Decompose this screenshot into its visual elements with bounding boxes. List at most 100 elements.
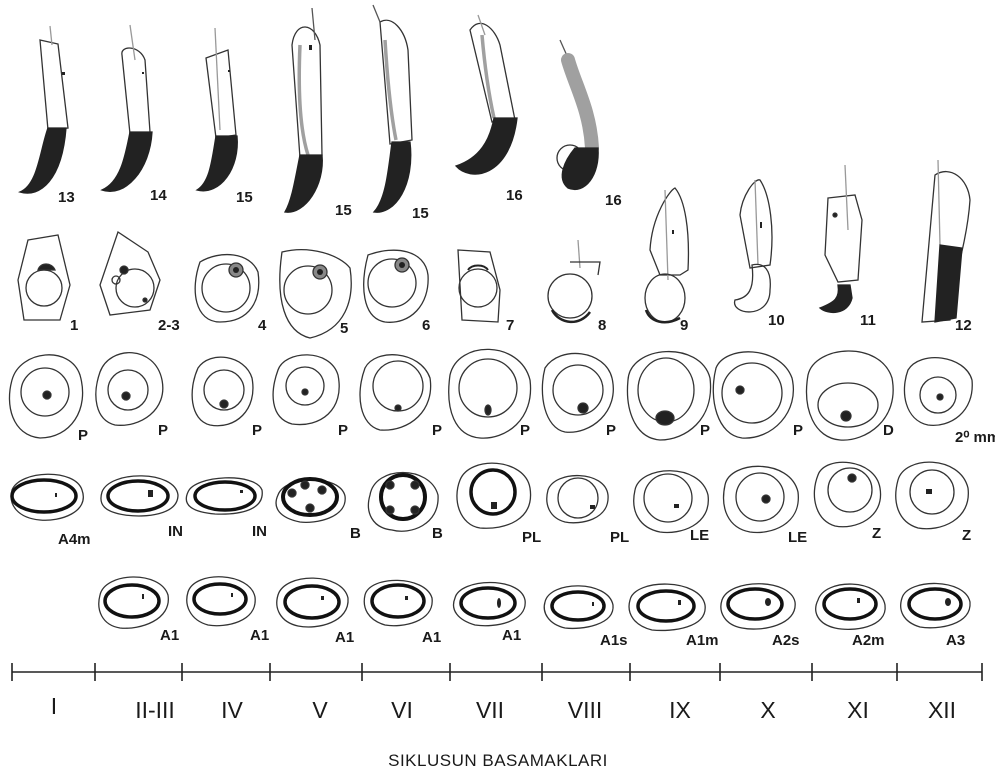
label-r4-11: Z [962,527,971,544]
r2-10 [735,180,772,312]
r2-7 [458,250,500,322]
stage-label-9: X [760,697,775,723]
r2-12 [922,160,970,322]
axis-title: SIKLUSUN BASAMAKLARI [388,751,608,770]
label-r2-4: 5 [340,320,348,337]
label-r2-1: 1 [70,317,78,334]
r3-2 [96,353,163,426]
r4-8 [634,471,709,533]
anther-16a [456,15,517,174]
row4-labels: A4m IN IN B B PL PL LE LE Z Z [58,523,971,548]
row5-sections [99,577,970,631]
label-r4-9: LE [788,529,807,546]
label-r2-3: 4 [258,317,267,334]
stage-axis [12,663,982,681]
label-r3-9: P [793,422,803,439]
r2-9 [645,188,688,322]
anther-15c [373,5,412,212]
label-r4-8: LE [690,527,709,544]
stage-label-3: IV [221,697,243,723]
label-r3-1: P [78,427,88,444]
label-r4-7: PL [610,529,629,546]
stage-label-1: I [51,693,57,719]
stage-label-8: IX [669,697,691,723]
label-r4-2: IN [168,523,183,540]
label-r5-5: A1 [502,627,521,644]
label-r5-9: A2m [852,632,885,649]
r2-8 [548,240,600,322]
r4-5 [368,473,438,532]
label-r4-3: IN [252,523,267,540]
label-r1-2: 14 [150,187,167,204]
stage-label-11: XII [928,697,956,723]
label-r3-2: P [158,422,168,439]
label-r5-4: A1 [422,629,441,646]
label-r2-5: 6 [422,317,430,334]
r3-7 [542,353,613,432]
r5-3 [277,578,348,627]
r4-9 [724,466,799,532]
label-r5-3: A1 [335,629,354,646]
label-r1-4: 15 [335,202,352,219]
r4-2 [101,476,178,516]
label-r5-8: A2s [772,632,800,649]
row2-labels: 1 2-3 4 5 6 7 8 9 10 11 12 [70,312,972,337]
r3-10 [807,351,894,440]
label-r4-10: Z [872,525,881,542]
stage-label-7: VIII [568,697,603,723]
label-r1-5: 15 [412,205,429,222]
stage-label-6: VII [476,697,504,723]
r3-9 [713,352,793,438]
r3-8 [627,352,710,440]
r4-6 [457,463,531,528]
r2-6 [364,250,428,322]
anther-14 [102,25,152,191]
r3-1 [9,355,82,438]
label-r1-1: 13 [58,189,75,206]
label-r4-4: B [350,525,361,542]
label-r1-7: 16 [605,192,622,209]
stage-label-5: VI [391,697,413,723]
r5-2 [187,577,255,626]
label-r3-6: P [520,422,530,439]
r4-11 [896,462,969,529]
r4-3 [186,478,262,514]
label-r2-8: 9 [680,317,688,334]
r4-7 [547,476,608,523]
r2-4 [195,255,259,322]
r3-4 [273,355,339,425]
label-r5-1: A1 [160,627,179,644]
label-r5-7: A1m [686,632,719,649]
r5-9 [816,584,885,629]
r5-6 [544,586,613,629]
r5-7 [629,584,705,630]
r5-5 [454,583,526,626]
stage-label-2: II-III [135,697,175,723]
r3-3 [192,357,253,426]
r4-1 [11,474,83,520]
r3-6 [449,349,531,438]
r5-10 [901,583,970,627]
label-r2-11: 12 [955,317,972,334]
label-r3-7: P [606,422,616,439]
label-r4-5: B [432,525,443,542]
stage-label-10: XI [847,697,869,723]
r4-10 [814,462,880,526]
label-r3-10: D [883,422,894,439]
row4-sections [11,462,968,532]
r3-11 [904,358,972,426]
anther-13 [20,26,68,193]
scale-label: 2⁰ mm [955,429,995,446]
row3-sections [9,349,972,440]
label-r5-2: A1 [250,627,269,644]
label-r1-3: 15 [236,189,253,206]
label-r2-9: 10 [768,312,785,329]
label-r4-6: PL [522,529,541,546]
anther-16b [557,40,598,189]
r2-11 [820,165,862,312]
r5-4 [364,580,432,625]
r5-1 [99,577,169,628]
row1-labels: 13 14 15 15 15 16 16 [58,187,622,222]
